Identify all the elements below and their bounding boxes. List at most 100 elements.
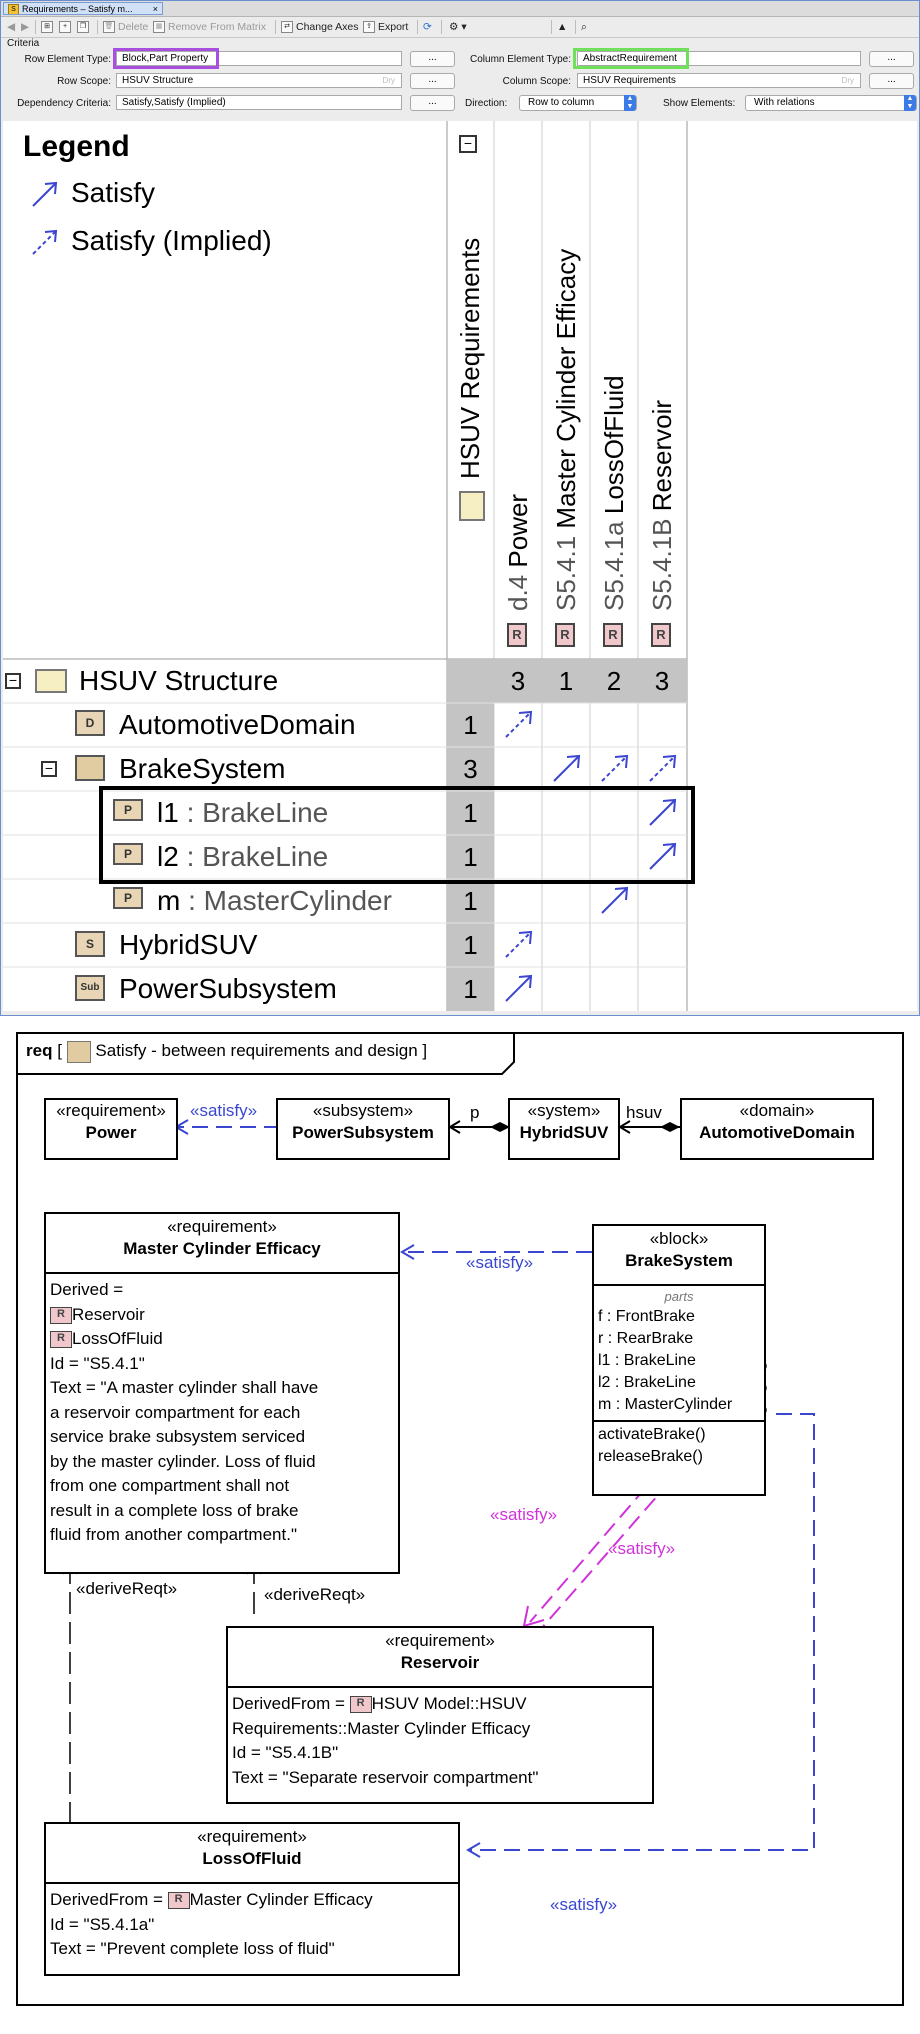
toolbar-divider <box>575 20 576 34</box>
copy-icon[interactable]: ❐ <box>77 20 92 34</box>
part-l1[interactable]: l1 : BrakeLine <box>598 1352 696 1369</box>
direction-select[interactable]: Row to column▲▼ <box>519 95 637 111</box>
criteria-section-label: Criteria <box>7 38 40 49</box>
derive-reqt-label: «deriveReqt» <box>264 1585 366 1604</box>
row-label-m[interactable]: m : MasterCylinder <box>157 885 392 916</box>
satisfy-implied-arrow-icon[interactable] <box>505 710 533 738</box>
hybrid-suv-block[interactable]: «system» HybridSUV <box>508 1098 620 1160</box>
toolbar-divider <box>97 20 98 34</box>
row-label-power-subsystem[interactable]: PowerSubsystem <box>119 973 337 1004</box>
toolbar-divider <box>275 20 276 34</box>
remove-from-matrix-button[interactable]: ▦Remove From Matrix <box>153 20 266 34</box>
forward-icon[interactable]: ▶ <box>21 21 30 33</box>
role-p-label: p <box>470 1103 480 1122</box>
row-label-automotive-domain[interactable]: AutomotiveDomain <box>119 709 356 740</box>
satisfy-implied-arrow-icon[interactable] <box>649 754 677 782</box>
toolbar-divider <box>551 20 552 34</box>
search-icon[interactable]: ⌕ <box>581 21 587 33</box>
satisfy-implied-label: «satisfy» <box>608 1539 676 1558</box>
loss-of-fluid-requirement[interactable]: «requirement» LossOfFluid DerivedFrom = … <box>44 1822 460 1976</box>
operation-activate-brake[interactable]: activateBrake() <box>598 1426 706 1443</box>
matrix-icon: S <box>8 4 19 14</box>
automotive-domain-block[interactable]: «domain» AutomotiveDomain <box>680 1098 874 1160</box>
row-label-hsuv-structure[interactable]: HSUV Structure <box>79 665 279 696</box>
satisfy-arrow-icon[interactable] <box>601 886 629 914</box>
row-label-brake-system[interactable]: BrakeSystem <box>119 753 286 784</box>
column-count: 2 <box>606 666 622 696</box>
master-cylinder-efficacy-requirement[interactable]: «requirement» Master Cylinder Efficacy D… <box>44 1212 400 1574</box>
collapse-brake-system-button[interactable]: − <box>41 761 57 777</box>
row-label-l1[interactable]: l1 : BrakeLine <box>157 797 329 828</box>
satisfy-arrow-icon[interactable] <box>649 842 677 870</box>
row-count: 1 <box>463 930 478 960</box>
dependency-criteria-field[interactable]: Satisfy,Satisfy (Implied) <box>116 95 402 110</box>
axes-icon: ⇄ <box>281 21 293 34</box>
satisfy-label: «satisfy» <box>190 1101 258 1120</box>
satisfy-implied-arrow-icon[interactable] <box>505 930 533 958</box>
part-f[interactable]: f : FrontBrake <box>598 1308 695 1325</box>
collapse-up-icon[interactable]: ▲ <box>557 21 568 33</box>
requirement-icon: R <box>603 623 623 647</box>
part-property-icon: P <box>113 843 143 865</box>
toolbar: ◀ ▶ ⊞ + ❐ 🗑Delete ▦Remove From Matrix ⇄C… <box>1 17 919 38</box>
diagram-connectors <box>18 1034 815 1858</box>
diagram-kind: req <box>26 1041 53 1060</box>
satisfy-arrow-icon[interactable] <box>553 754 581 782</box>
part-m[interactable]: m : MasterCylinder <box>598 1396 733 1413</box>
column-element-type-browse-button[interactable]: ... <box>869 51 914 67</box>
column-element-type-field[interactable]: AbstractRequirement <box>577 51 861 66</box>
operation-release-brake[interactable]: releaseBrake() <box>598 1448 703 1465</box>
export-button[interactable]: ⇪Export <box>363 20 408 34</box>
diagram-header: req [ Satisfy - between requirements and… <box>26 1040 427 1063</box>
back-icon[interactable]: ◀ <box>7 21 16 33</box>
requirement-icon: R <box>50 1306 72 1324</box>
satisfy-arrow-icon[interactable] <box>505 974 533 1002</box>
brake-system-block[interactable]: «block» BrakeSystem parts f : FrontBrake… <box>592 1224 766 1496</box>
tree-icon[interactable]: ⊞ <box>41 20 56 34</box>
show-elements-select[interactable]: With relations▲▼ <box>745 95 917 111</box>
row-label-l2[interactable]: l2 : BrakeLine <box>157 841 329 872</box>
power-subsystem-block[interactable]: «subsystem» PowerSubsystem <box>276 1098 450 1160</box>
change-axes-button[interactable]: ⇄Change Axes <box>281 20 358 34</box>
collapse-hsuv-structure-button[interactable]: − <box>5 673 21 689</box>
requirement-icon: R <box>555 623 575 647</box>
part-l2[interactable]: l2 : BrakeLine <box>598 1374 696 1391</box>
satisfy-implied-arrow-icon[interactable] <box>601 754 629 782</box>
export-icon: ⇪ <box>363 21 375 34</box>
system-icon: S <box>75 931 105 957</box>
subsystem-icon: Sub <box>75 975 105 1001</box>
refresh-icon[interactable]: ⟳ <box>423 21 432 33</box>
satisfy-arrow-icon[interactable] <box>649 798 677 826</box>
column-scope-browse-button[interactable]: ... <box>869 73 914 89</box>
trash-icon: 🗑 <box>103 21 115 34</box>
add-icon[interactable]: + <box>59 20 74 34</box>
domain-icon: D <box>75 710 105 736</box>
toolbar-divider <box>441 20 442 34</box>
remove-icon: ▦ <box>153 21 165 34</box>
satisfy-implied-label: «satisfy» <box>490 1505 558 1524</box>
diagram-icon <box>66 1040 91 1063</box>
dependency-criteria-label: Dependency Criteria: <box>17 98 111 109</box>
row-scope-browse-button[interactable]: ... <box>410 73 455 89</box>
part-r[interactable]: r : RearBrake <box>598 1330 694 1347</box>
legend-satisfy-implied-label: Satisfy (Implied) <box>71 225 272 256</box>
row-element-type-field[interactable]: Block,Part Property <box>116 51 402 66</box>
row-element-type-browse-button[interactable]: ... <box>410 51 455 67</box>
toolbar-divider <box>417 20 418 34</box>
dependency-criteria-browse-button[interactable]: ... <box>410 95 455 111</box>
tab-close-icon[interactable]: × <box>152 4 158 14</box>
settings-gear-icon[interactable]: ⚙ ▾ <box>449 21 467 33</box>
requirement-icon: R <box>507 623 527 647</box>
requirement-icon: R <box>349 1696 372 1714</box>
power-requirement[interactable]: «requirement» Power <box>44 1098 178 1160</box>
dependency-matrix: Legend Satisfy Satisfy (Implied) − HSUV … <box>3 121 917 1011</box>
collapse-requirements-button[interactable]: − <box>459 135 477 153</box>
row-label-hybrid-suv[interactable]: HybridSUV <box>119 929 258 960</box>
delete-button[interactable]: 🗑Delete <box>103 21 149 34</box>
